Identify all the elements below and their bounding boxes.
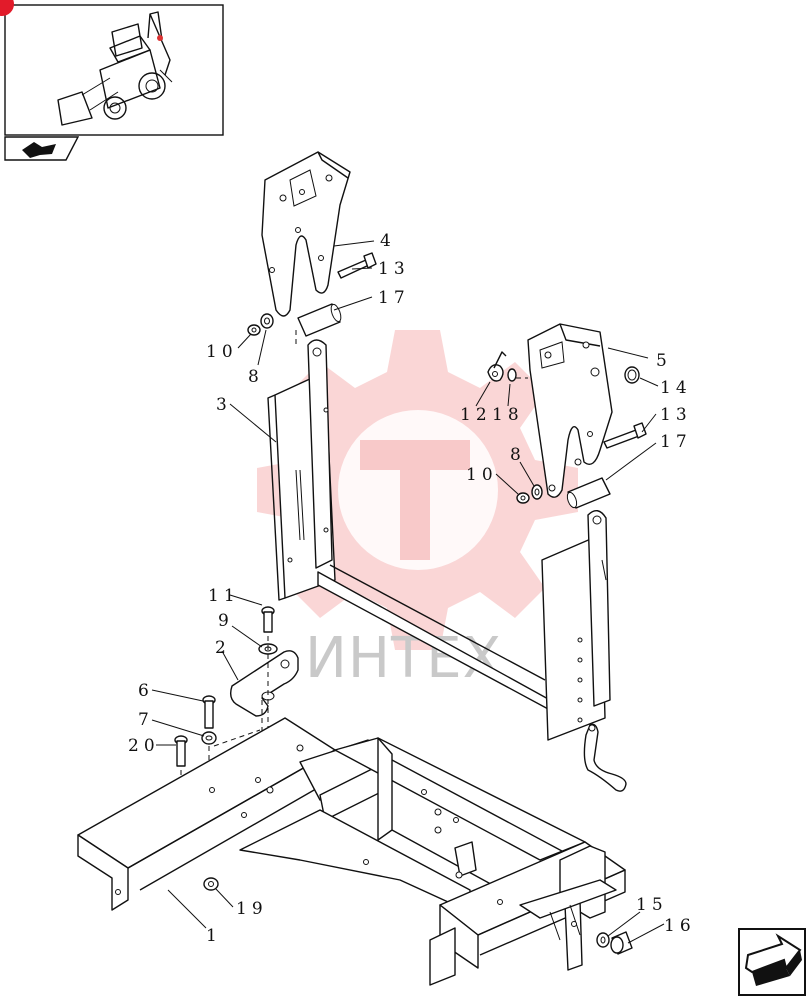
part-1-chassis [77, 717, 626, 986]
nav-back-arrow-icon[interactable] [4, 136, 80, 161]
part-13-bolt-upper [337, 252, 377, 279]
callout-20: 20 [128, 736, 160, 756]
part-18-clip [507, 368, 517, 382]
callout-3: 3 [216, 395, 232, 415]
leader-lines [151, 240, 665, 944]
part-10-nut-right [516, 492, 530, 504]
part-20-bolt [174, 735, 188, 767]
callout-12: 12 [460, 405, 492, 425]
part-8-washer-upper [260, 313, 274, 329]
backhoe-loader-icon [57, 11, 173, 126]
callout-6: 6 [138, 681, 154, 701]
callout-1: 1 [206, 926, 222, 946]
next-page-arrow-icon[interactable] [738, 928, 806, 996]
callout-15: 15 [636, 895, 668, 915]
part-6-bolt [202, 695, 216, 729]
part-12-lynch-pin [487, 351, 507, 382]
part-7-washer [201, 731, 217, 745]
watermark-gear-logo [257, 330, 578, 650]
callout-8-upper: 8 [248, 367, 264, 387]
part-16-bushing [610, 931, 633, 955]
callout-14: 14 [660, 378, 692, 398]
callout-9: 9 [218, 611, 234, 631]
part-15-washer [596, 932, 610, 948]
callout-4: 4 [380, 231, 396, 251]
callout-16: 16 [664, 916, 696, 936]
part-4-bracket [261, 151, 351, 317]
part-5-bracket [527, 323, 613, 498]
callout-18: 18 [492, 405, 524, 425]
part-13-bolt-right [603, 422, 647, 449]
callout-11: 11 [208, 586, 240, 606]
callout-17-upper: 17 [378, 288, 410, 308]
callout-17-right: 17 [660, 432, 692, 452]
part-17-bushing-right [566, 477, 611, 509]
callout-2: 2 [215, 638, 231, 658]
part-14-o-ring [624, 366, 640, 384]
part-10-nut-upper [247, 324, 261, 336]
callout-10-upper: 10 [206, 342, 238, 362]
callout-5: 5 [656, 351, 672, 371]
callout-7: 7 [138, 710, 154, 730]
callout-19: 19 [236, 899, 268, 919]
part-19-nut [203, 877, 219, 891]
page-corner-badge [0, 0, 14, 16]
part-11-bolt [261, 606, 275, 633]
part-8-washer-right [531, 484, 543, 500]
part-17-bushing-upper [297, 303, 342, 337]
thumbnail-panel[interactable] [4, 4, 224, 138]
callout-10-right: 10 [466, 465, 498, 485]
callout-13-right: 13 [660, 405, 692, 425]
callout-8-right: 8 [510, 445, 526, 465]
part-3-main-frame [267, 339, 627, 792]
part-2-plate [229, 650, 299, 717]
callout-13-upper: 13 [378, 259, 410, 279]
